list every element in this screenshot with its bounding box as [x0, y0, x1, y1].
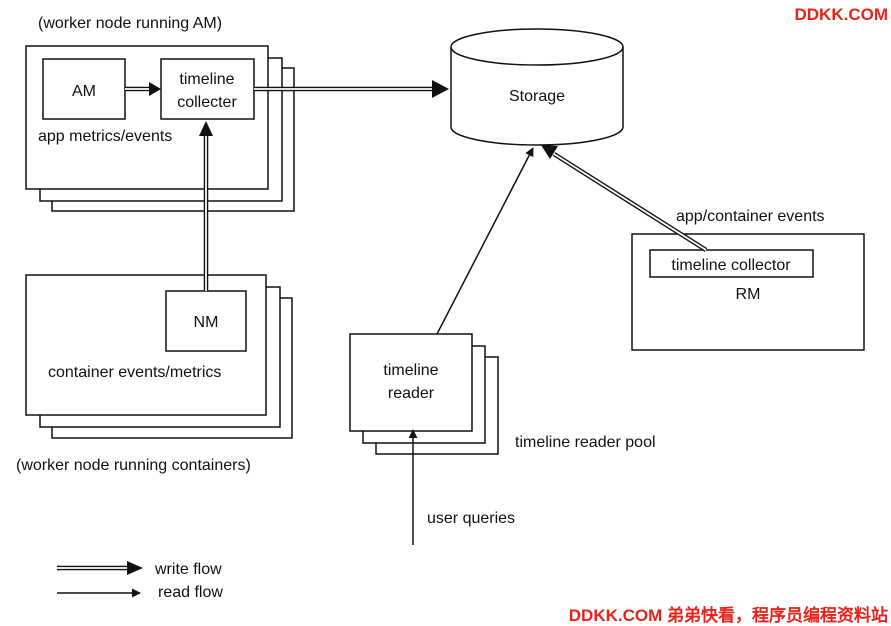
- nm-box: [165, 290, 247, 352]
- legend-write-flow-label: write flow: [154, 561, 222, 578]
- reader-stack: [349, 333, 499, 455]
- reader-pool-label: timeline reader pool: [515, 434, 656, 451]
- write-flow-rm-to-storage: [541, 145, 708, 252]
- reader-label-line2: reader: [388, 385, 435, 402]
- nm-group-caption: (worker node running containers): [16, 457, 251, 474]
- rm-timeline-collector-box: [649, 249, 814, 278]
- rm-label: RM: [736, 286, 761, 303]
- reader-label-line1: timeline: [383, 362, 438, 379]
- watermark-bottom: DDKK.COM 弟弟快看，程序员编程资料站: [569, 605, 888, 625]
- container-events-label: container events/metrics: [48, 364, 221, 381]
- rm-collector-label: timeline collector: [671, 257, 791, 274]
- write-flow-am-to-collector: [125, 82, 161, 96]
- app-metrics-label: app metrics/events: [38, 128, 172, 145]
- rm-events-label: app/container events: [676, 208, 825, 225]
- storage-label: Storage: [509, 88, 565, 105]
- collector-label-line1: timeline: [179, 71, 234, 88]
- legend-write-flow: [57, 561, 143, 575]
- storage-cylinder: [450, 28, 624, 146]
- write-flow-nm-to-collector: [199, 121, 213, 291]
- nm-label: NM: [194, 314, 219, 331]
- write-flow-collector-to-storage: [254, 80, 449, 98]
- collector-label-line2: collecter: [177, 94, 237, 111]
- am-label: AM: [72, 83, 96, 100]
- legend-read-flow-label: read flow: [158, 584, 223, 601]
- read-flow-reader-to-storage: [436, 147, 534, 335]
- timeline-collector-box: [160, 58, 255, 120]
- nm-node-stack: [25, 274, 293, 439]
- watermark-top: DDKK.COM: [795, 5, 889, 24]
- user-queries-label: user queries: [427, 510, 515, 527]
- am-group-caption: (worker node running AM): [38, 15, 222, 32]
